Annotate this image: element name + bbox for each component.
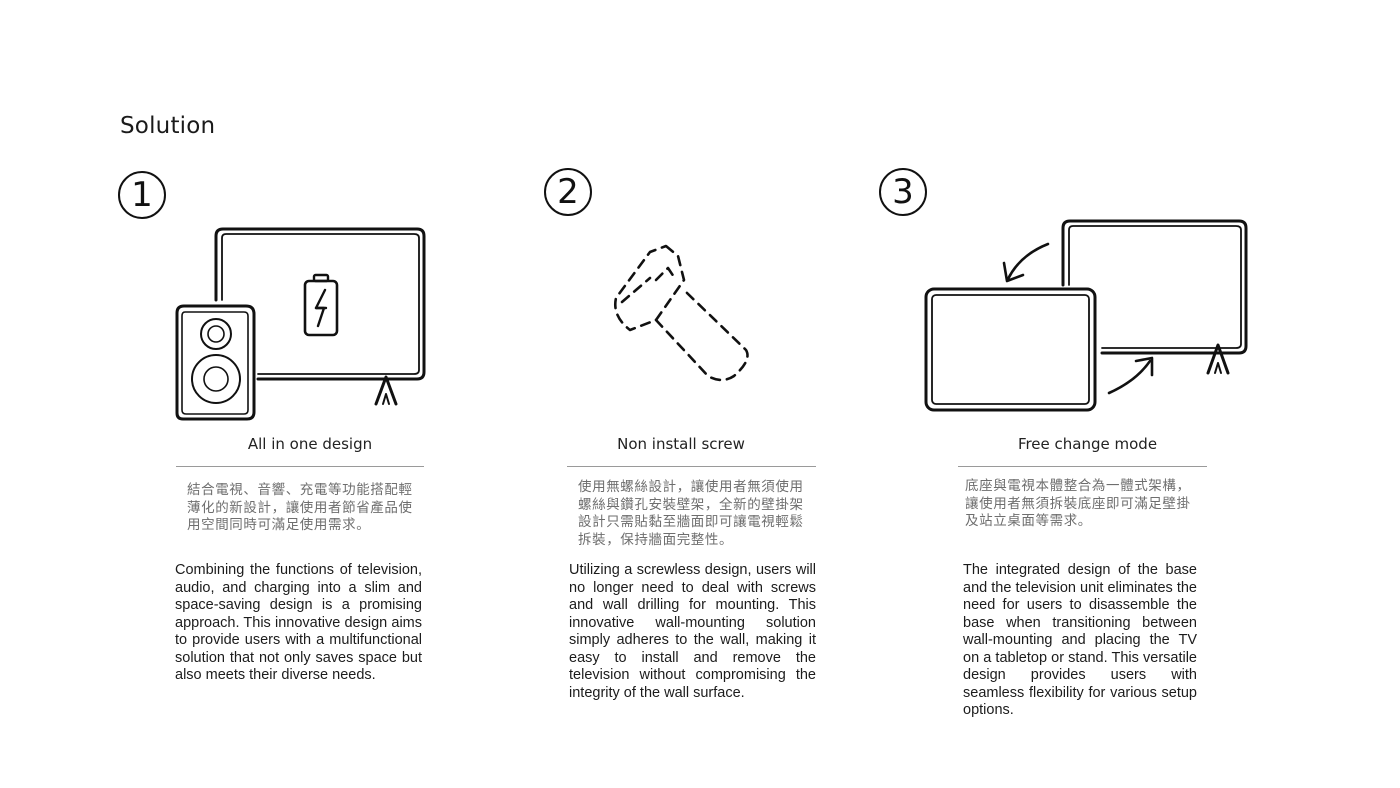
dashed-screw-icon: [614, 244, 749, 382]
feature-title-2: Non install screw: [617, 435, 745, 453]
step-number-2: 2: [544, 168, 592, 216]
divider-3: [958, 466, 1207, 467]
feature-title-3: Free change mode: [1017, 435, 1158, 453]
section-title: Solution: [120, 113, 216, 139]
feature-description-zh-3: 底座與電視本體整合為一體式架構，讓使用者無須拆裝底座即可滿足壁掛及站立桌面等需求…: [965, 478, 1191, 529]
feature-description-zh-2: 使用無螺絲設計，讓使用者無須使用螺絲與鑽孔安裝壁架，全新的壁掛架設計只需貼黏至牆…: [578, 479, 804, 548]
divider-1: [176, 466, 424, 467]
feature-description-en-2: Utilizing a screwless design, users will…: [569, 562, 816, 701]
step-number-3: 3: [879, 168, 927, 216]
divider-2: [567, 466, 816, 467]
feature-description-en-1: Combining the functions of television, a…: [175, 562, 422, 683]
feature-description-zh-1: 結合電視、音響、充電等功能搭配輕薄化的新設計，讓使用者節省產品使用空間同時可滿足…: [187, 482, 413, 533]
tv-speaker-battery-icon: [175, 227, 426, 421]
step-number-1: 1: [118, 171, 166, 219]
feature-description-en-3: The integrated design of the base and th…: [963, 562, 1197, 718]
feature-title-1: All in one design: [247, 435, 373, 453]
tv-mode-switch-icon: [924, 219, 1248, 412]
